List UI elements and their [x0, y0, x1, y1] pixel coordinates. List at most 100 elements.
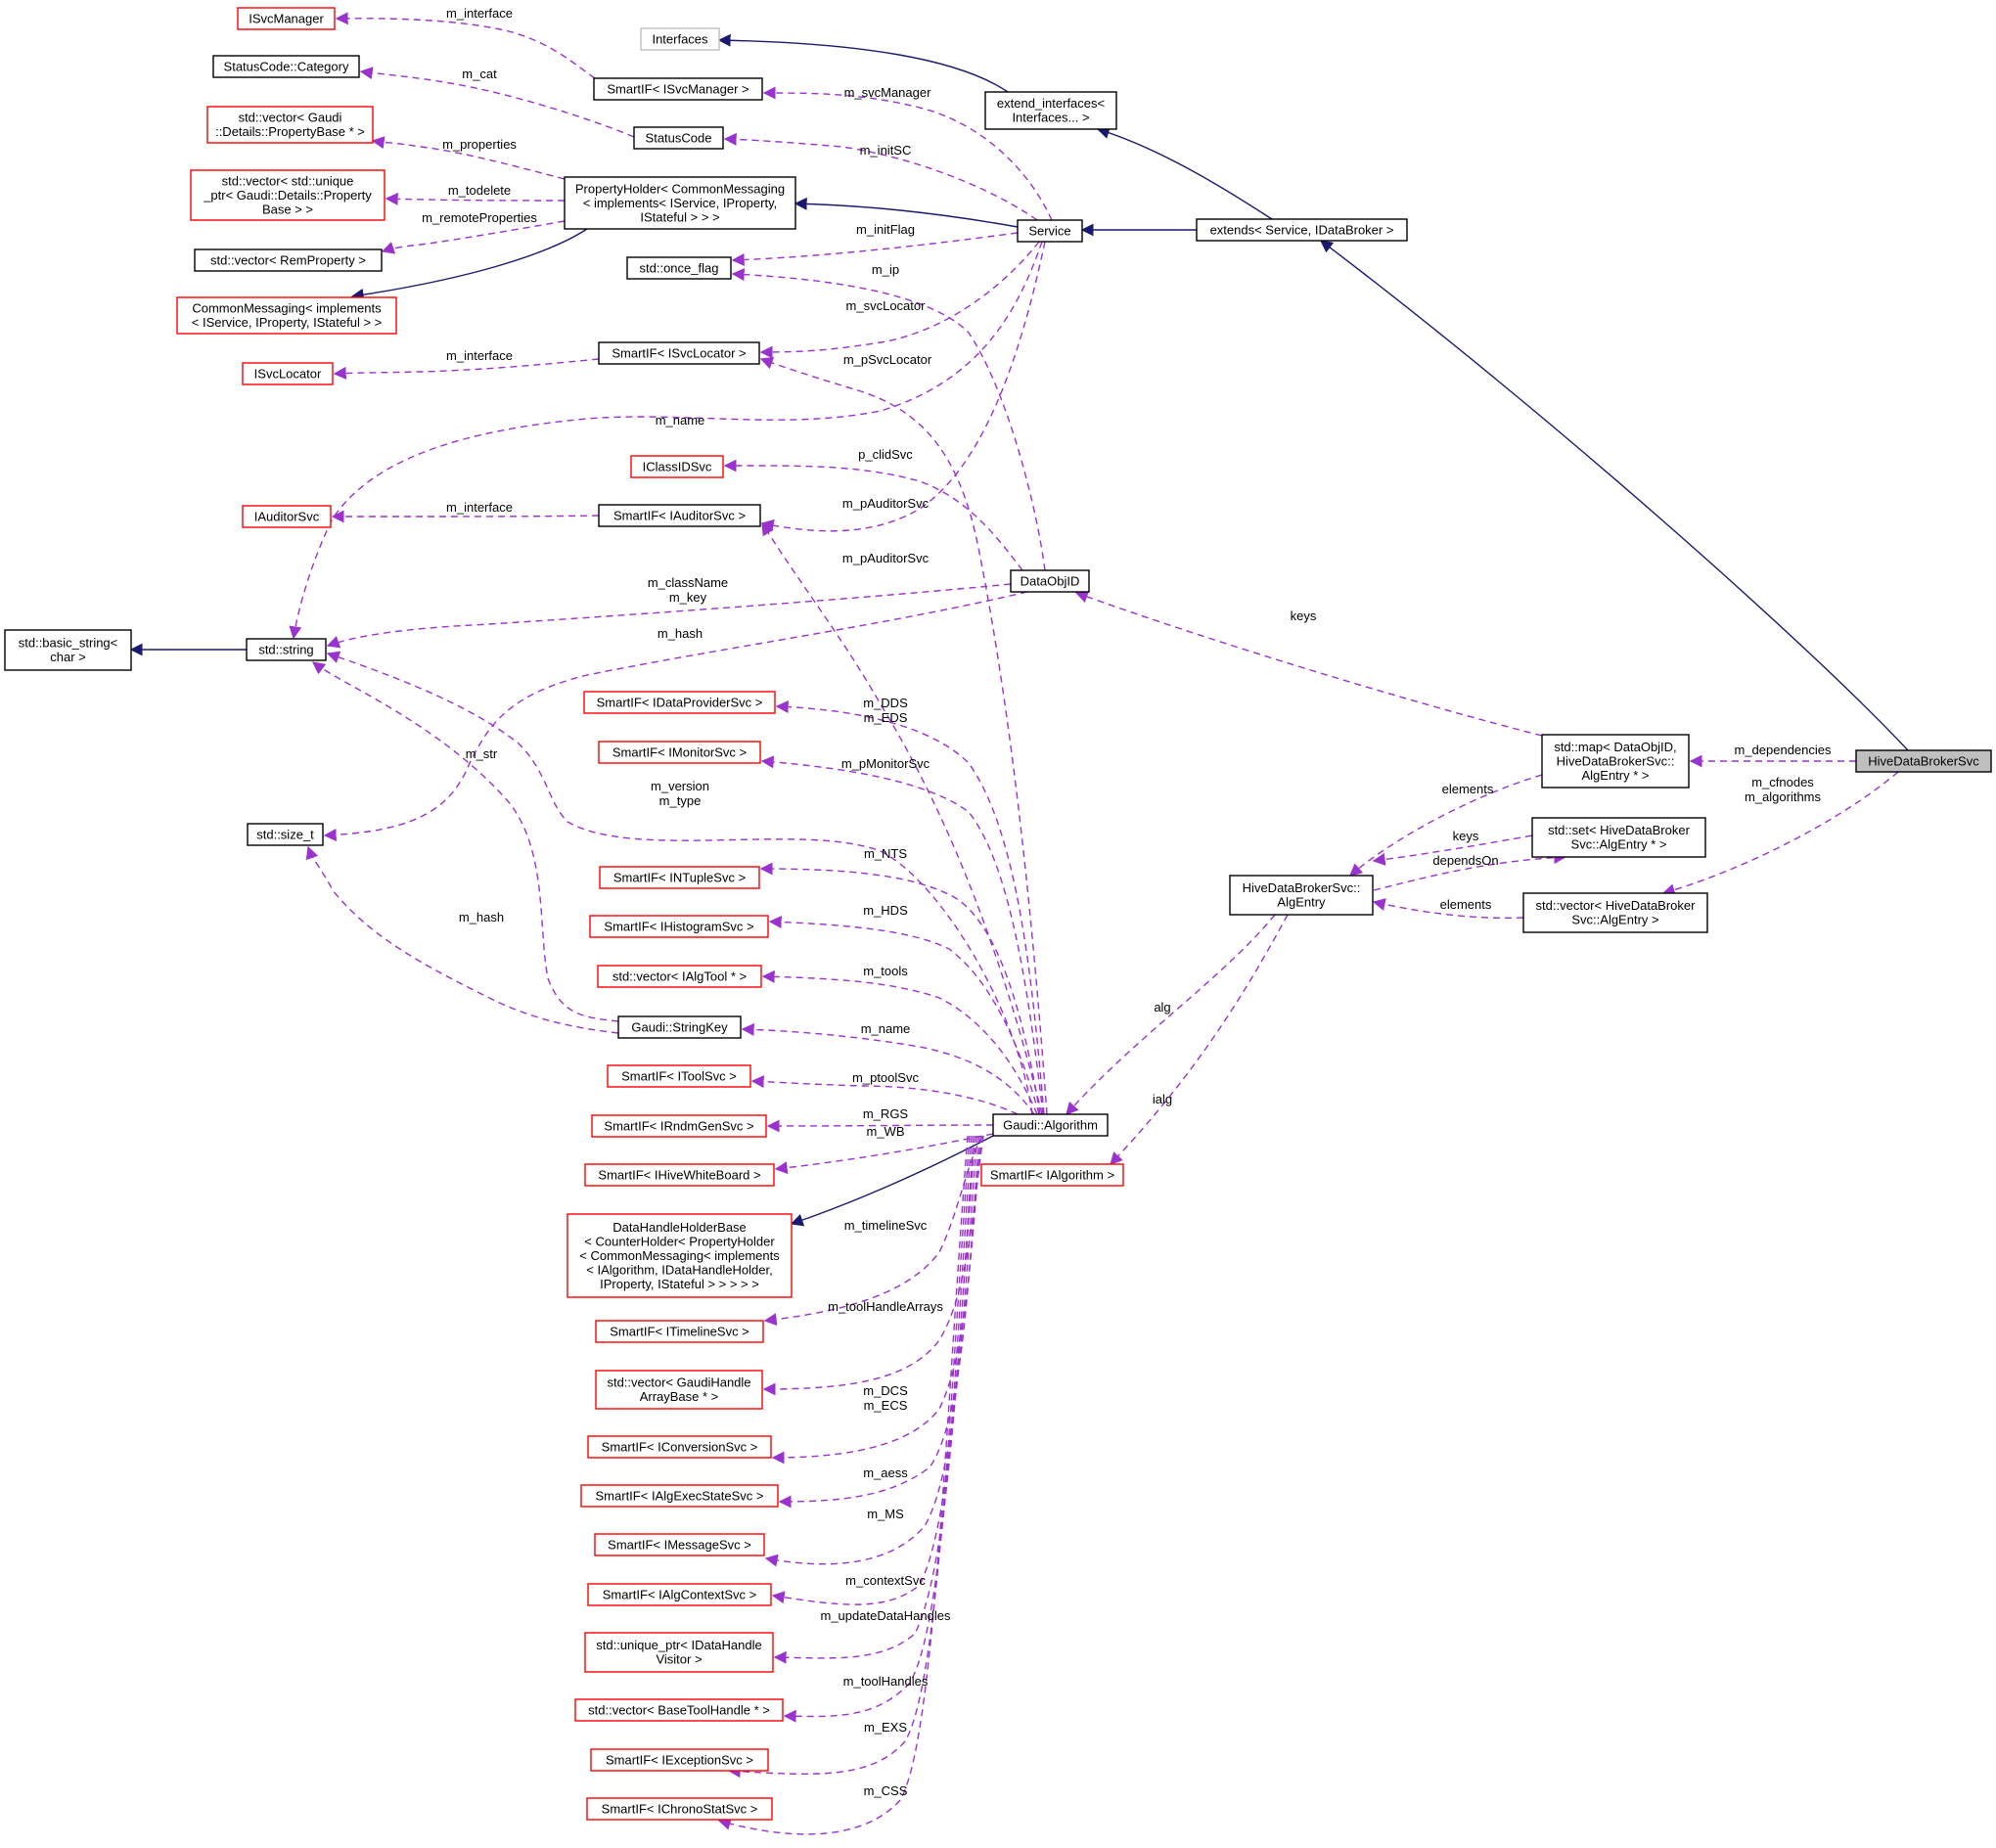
node-box: [1855, 749, 1992, 773]
member-edge-unique_ptr_idatahandlevisitor: [773, 1135, 975, 1664]
node-box: [980, 1163, 1124, 1187]
node-label: Gaudi::Algorithm: [1003, 1117, 1098, 1132]
member-edge-smartif_intuplesvc: [759, 862, 1041, 1115]
node-label: SmartIF< IRndmGenSvc >: [604, 1118, 753, 1133]
edge-label-alg: alg: [1154, 1000, 1170, 1014]
node-box: [597, 965, 762, 988]
member-edge-smartif_irndmgensvc: [766, 1119, 994, 1133]
node-label: Svc::AlgEntry >: [1571, 913, 1658, 927]
class-node-smartif_idataprovidersvc[interactable]: SmartIF< IDataProviderSvc >: [583, 691, 776, 714]
class-node-gaudi_algorithm[interactable]: Gaudi::Algorithm: [992, 1113, 1109, 1137]
class-node-statuscode_category[interactable]: StatusCode::Category: [212, 55, 360, 78]
node-label: HiveDataBrokerSvc::: [1243, 880, 1361, 895]
class-node-smartif_ialgorithm[interactable]: SmartIF< IAlgorithm >: [980, 1163, 1124, 1187]
node-label: CommonMessaging< implements: [192, 301, 382, 316]
edge-label-dcs_ecs: m_ECS: [864, 1398, 908, 1413]
class-node-dataobjid[interactable]: DataObjID: [1010, 569, 1090, 593]
node-label: PropertyHolder< CommonMessaging: [575, 181, 785, 196]
class-node-service[interactable]: Service: [1017, 219, 1083, 243]
class-node-isvclocator[interactable]: ISvcLocator: [242, 362, 334, 385]
class-node-vector_basetoolhandle[interactable]: std::vector< BaseToolHandle * >: [574, 1698, 784, 1722]
edge-label-elements_map: elements: [1442, 782, 1494, 796]
class-node-extend_interfaces[interactable]: extend_interfaces<Interfaces... >: [984, 91, 1117, 130]
node-label: HiveDataBrokerSvc::: [1557, 753, 1675, 768]
edge-label-svclocator: m_svcLocator: [846, 298, 927, 313]
member-edge-once_flag: [731, 232, 1019, 267]
class-node-extends_service[interactable]: extends< Service, IDataBroker >: [1196, 218, 1408, 242]
node-label: std::vector< HiveDataBroker: [1536, 898, 1697, 913]
edge-label-rgs: m_RGS: [863, 1106, 909, 1121]
class-node-smartif_irndmgensvc[interactable]: SmartIF< IRndmGenSvc >: [591, 1114, 767, 1138]
class-node-isvcmanager[interactable]: ISvcManager: [237, 7, 336, 30]
node-label: std::vector< IAlgTool * >: [612, 969, 747, 983]
node-box: [564, 176, 796, 230]
node-box: [574, 1698, 784, 1722]
class-node-size_t[interactable]: std::size_t: [247, 823, 324, 846]
class-node-smartif_ialgexecstatesvc[interactable]: SmartIF< IAlgExecStateSvc >: [580, 1484, 779, 1508]
class-node-smartif_ihistogramsvc[interactable]: SmartIF< IHistogramSvc >: [589, 915, 769, 938]
class-node-std_string[interactable]: std::string: [246, 638, 327, 661]
node-label: ISvcManager: [249, 11, 324, 25]
member-edge-smartif_imonitorsvc: [760, 755, 1044, 1115]
class-node-datahandleholderbase[interactable]: DataHandleHolderBase< CounterHolder< Pro…: [567, 1213, 793, 1298]
class-node-iauditorsvc[interactable]: IAuditorSvc: [242, 505, 332, 528]
node-box: [1541, 734, 1690, 789]
edge-label-psvclocator: m_pSvcLocator: [843, 352, 932, 367]
inheritance-edge-extend_interfaces: [1096, 126, 1273, 220]
node-box: [4, 629, 132, 671]
node-box: [1196, 218, 1408, 242]
class-node-smartif_itoolsvc[interactable]: SmartIF< IToolSvc >: [607, 1064, 751, 1088]
class-node-vector_remproperty[interactable]: std::vector< RemProperty >: [194, 248, 383, 272]
class-node-interfaces[interactable]: Interfaces: [640, 27, 720, 51]
class-node-statuscode[interactable]: StatusCode: [633, 126, 724, 150]
node-box: [607, 1064, 751, 1088]
class-node-smartif_iauditorsvc[interactable]: SmartIF< IAuditorSvc >: [598, 504, 761, 527]
class-node-stringkey[interactable]: Gaudi::StringKey: [617, 1015, 742, 1039]
class-node-once_flag[interactable]: std::once_flag: [626, 256, 732, 280]
node-box: [567, 1213, 793, 1298]
class-node-vector_unique_ptr[interactable]: std::vector< std::unique_ptr< Gaudi::Det…: [190, 169, 386, 221]
class-node-basic_string[interactable]: std::basic_string<char >: [4, 629, 132, 671]
class-node-smartif_imonitorsvc[interactable]: SmartIF< IMonitorSvc >: [598, 741, 761, 764]
edge-label-keys_set: keys: [1453, 829, 1479, 843]
class-node-smartif_ihivewhiteboard[interactable]: SmartIF< IHiveWhiteBoard >: [584, 1163, 775, 1187]
class-node-propertyholder[interactable]: PropertyHolder< CommonMessaging< impleme…: [564, 176, 796, 230]
member-edge-smartif_ialgexecstatesvc: [778, 1135, 980, 1509]
class-node-vector_algentry[interactable]: std::vector< HiveDataBrokerSvc::AlgEntry…: [1522, 892, 1708, 933]
class-node-smartif_ialgcontextsvc[interactable]: SmartIF< IAlgContextSvc >: [587, 1583, 772, 1606]
member-edge-vector_unique_ptr: [385, 192, 566, 205]
class-node-map_dataobjid[interactable]: std::map< DataObjID,HiveDataBrokerSvc::A…: [1541, 734, 1690, 789]
class-node-hivedatabrokersvc[interactable]: HiveDataBrokerSvc: [1855, 749, 1992, 773]
node-label: HiveDataBrokerSvc: [1868, 753, 1979, 768]
edge-label-hds: m_HDS: [863, 903, 908, 918]
class-node-smartif_isvcmanager[interactable]: SmartIF< ISvcManager >: [593, 77, 763, 101]
edge-label-toolhandlearrays: m_toolHandleArrays: [828, 1299, 943, 1314]
member-edge-vector_basetoolhandle: [783, 1135, 973, 1723]
class-node-vector_ialgtool[interactable]: std::vector< IAlgTool * >: [597, 965, 762, 988]
class-node-algentry[interactable]: HiveDataBrokerSvc::AlgEntry: [1229, 875, 1374, 916]
node-label: std::vector< GaudiHandle: [607, 1375, 750, 1390]
class-node-smartif_imessagesvc[interactable]: SmartIF< IMessageSvc >: [594, 1533, 765, 1556]
member-edge-vector_algentry: [1661, 771, 1899, 897]
class-node-commonmessaging[interactable]: CommonMessaging< implements< IService, I…: [176, 296, 397, 335]
edge-label-wb: m_WB: [867, 1124, 905, 1139]
node-box: [633, 126, 724, 150]
class-node-smartif_iconversionsvc[interactable]: SmartIF< IConversionSvc >: [587, 1435, 772, 1459]
node-label: Interfaces... >: [1012, 111, 1089, 125]
edge-label-ip: m_ip: [872, 262, 899, 277]
member-edge-smartif_ihistogramsvc: [768, 915, 1040, 1115]
edge-label-ms: m_MS: [867, 1507, 904, 1521]
class-node-vector_propertybase[interactable]: std::vector< Gaudi::Details::PropertyBas…: [206, 106, 374, 144]
class-node-smartif_ichronostatsvc[interactable]: SmartIF< IChronoStatSvc >: [586, 1797, 773, 1821]
class-node-iclassidsvc[interactable]: IClassIDSvc: [630, 455, 724, 478]
member-edge-iauditorsvc: [331, 510, 600, 523]
class-node-smartif_intuplesvc[interactable]: SmartIF< INTupleSvc >: [599, 866, 760, 889]
member-edge-statuscode_category: [359, 67, 635, 138]
class-node-smartif_isvclocator[interactable]: SmartIF< ISvcLocator >: [598, 341, 760, 365]
class-node-smartif_iexceptionsvc[interactable]: SmartIF< IExceptionSvc >: [590, 1748, 769, 1772]
class-node-set_algentry[interactable]: std::set< HiveDataBrokerSvc::AlgEntry * …: [1531, 817, 1706, 858]
node-label: IStateful > > >: [640, 209, 719, 224]
class-node-smartif_itimelinesvc[interactable]: SmartIF< ITimelineSvc >: [595, 1320, 764, 1343]
